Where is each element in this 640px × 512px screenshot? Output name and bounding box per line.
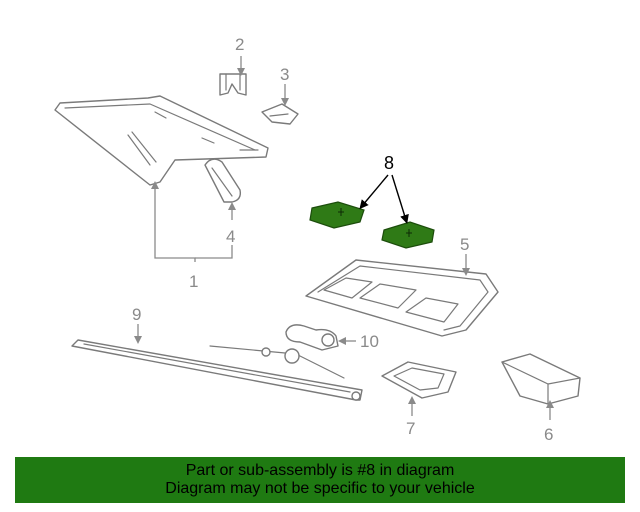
parts-diagram: 1 2 3 4 8 5 <box>54 35 581 444</box>
callout-6: 6 <box>544 425 553 444</box>
callout-5: 5 <box>460 235 469 254</box>
part-7-small-tray <box>381 361 457 399</box>
part-3-clip <box>261 103 299 125</box>
banner-line-1: Part or sub-assembly is #8 in diagram <box>185 462 455 479</box>
callout-7: 7 <box>406 419 415 438</box>
leader-1 <box>151 181 196 262</box>
part-10-harness <box>285 324 339 351</box>
callout-8: 8 <box>384 153 394 173</box>
leader-8a <box>359 174 389 210</box>
part-1-headliner <box>54 95 269 186</box>
leader-1b <box>195 245 233 259</box>
callout-10: 10 <box>360 332 379 351</box>
banner-line-2: Diagram may not be specific to your vehi… <box>165 480 475 497</box>
disclaimer-banner: Part or sub-assembly is #8 in diagram Di… <box>15 457 625 503</box>
callout-3: 3 <box>280 65 289 84</box>
part-8-pad-right <box>381 221 435 249</box>
callout-2: 2 <box>235 35 244 54</box>
part-9-bar-assembly <box>71 339 363 401</box>
part-6-cover <box>501 353 581 405</box>
callout-1: 1 <box>189 272 198 291</box>
part-5-tray <box>305 259 499 337</box>
callout-9: 9 <box>132 305 141 324</box>
leader-8b <box>391 174 409 224</box>
callout-4: 4 <box>226 227 235 246</box>
part-8-pad-left <box>309 201 365 229</box>
part-2-clip <box>219 73 247 96</box>
part-4-grab-handle <box>204 158 242 203</box>
